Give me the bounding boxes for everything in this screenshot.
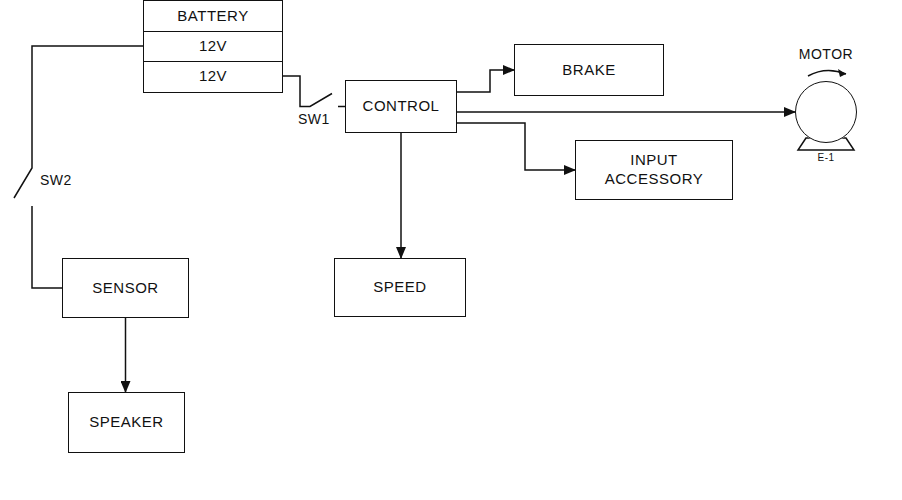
- connector: [457, 123, 575, 170]
- box-label: SENSOR: [92, 279, 158, 298]
- process-box: SPEED: [334, 258, 466, 317]
- switch-label: SW1: [296, 111, 332, 127]
- connector: [457, 111, 795, 113]
- connector: [400, 133, 402, 258]
- connector: [282, 76, 345, 107]
- box-label: SPEAKER: [89, 413, 163, 432]
- box-label: CONTROL: [363, 97, 440, 116]
- connector: [14, 46, 144, 288]
- box-label: INPUT ACCESSORY: [602, 151, 706, 189]
- connector: [457, 70, 514, 92]
- process-box: CONTROL: [345, 80, 457, 133]
- box-label: SPEED: [373, 278, 426, 297]
- part-code: E-1: [766, 152, 886, 165]
- connector: [125, 318, 127, 392]
- battery-cell: 12V: [144, 31, 282, 61]
- process-box: SENSOR: [62, 258, 189, 318]
- process-box: INPUT ACCESSORY: [575, 140, 733, 200]
- switch-label: SW2: [38, 172, 74, 188]
- battery-cell: 12V: [144, 61, 282, 91]
- rotation-arrowhead: [838, 69, 846, 77]
- box-label: 12V: [144, 32, 282, 60]
- motor-circle: MOTORE-1: [795, 81, 857, 143]
- box-label: 12V: [144, 62, 282, 90]
- box-label: BATTERY: [144, 1, 282, 31]
- motor-label: MOTOR: [766, 46, 886, 64]
- box-label: BRAKE: [562, 61, 615, 80]
- process-box: SPEAKER: [68, 392, 185, 453]
- process-box: BRAKE: [514, 44, 664, 96]
- battery-box: BATTERY12V12V: [143, 0, 283, 93]
- motor-fill: [795, 81, 857, 143]
